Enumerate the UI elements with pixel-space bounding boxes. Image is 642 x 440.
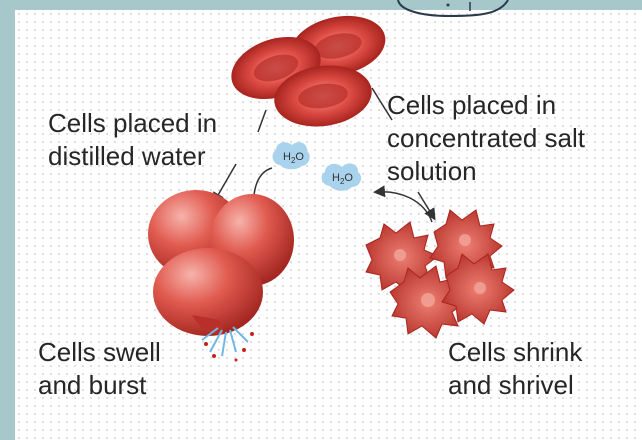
label-line: and burst	[38, 369, 161, 402]
normal-red-blood-cells	[223, 8, 391, 133]
water-molecule-1: H2O	[273, 142, 310, 169]
swollen-cells	[148, 190, 294, 362]
label-line: Cells placed in	[48, 107, 217, 140]
label-line: Cells placed in	[387, 89, 585, 122]
scribble-dot-1	[447, 4, 450, 7]
water-molecule-2: H2O	[322, 163, 362, 190]
label-cells-swell: Cells swell and burst	[38, 336, 161, 402]
shrunken-cells	[366, 210, 514, 338]
label-cells-shrink: Cells shrink and shrivel	[448, 336, 582, 402]
label-line: and shrivel	[448, 369, 582, 402]
label-distilled-water: Cells placed in distilled water	[48, 107, 217, 173]
label-salt-solution: Cells placed in concentrated salt soluti…	[387, 89, 585, 188]
burst-droplets	[204, 332, 254, 362]
label-line: distilled water	[48, 140, 217, 173]
pointer-line-distilled	[258, 110, 266, 132]
scribble-mark	[398, 0, 508, 16]
label-line: solution	[387, 155, 585, 188]
label-line: Cells swell	[38, 336, 161, 369]
label-line: concentrated salt	[387, 122, 585, 155]
arrow-water-out	[376, 192, 432, 222]
label-line: Cells shrink	[448, 336, 582, 369]
